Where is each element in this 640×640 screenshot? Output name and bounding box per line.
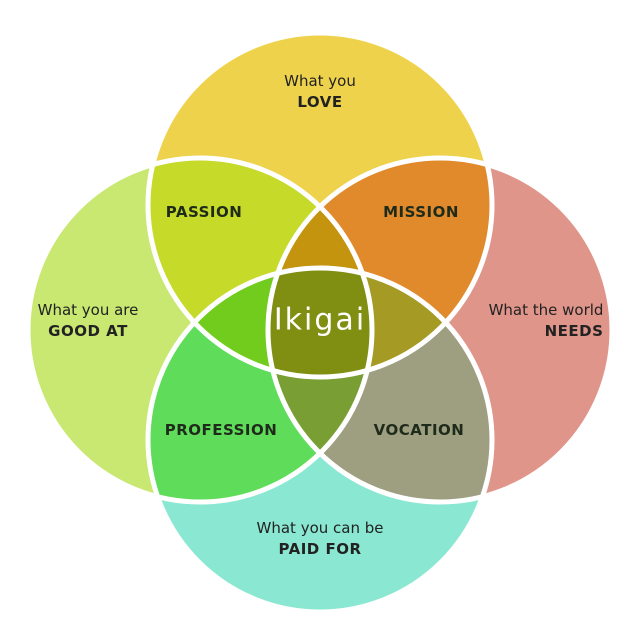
label-love-line1: What you <box>284 72 356 90</box>
label-mission: MISSION <box>383 203 459 221</box>
label-good-at: What you are GOOD AT <box>38 300 139 342</box>
label-paid-for: What you can be PAID FOR <box>257 518 384 560</box>
label-paid-for-line2: PAID FOR <box>278 540 362 558</box>
circle-outlines <box>25 30 615 615</box>
label-vocation: VOCATION <box>373 421 465 439</box>
label-love-line2: LOVE <box>297 93 343 111</box>
label-love: What you LOVE <box>284 71 356 113</box>
label-passion: PASSION <box>165 203 243 221</box>
label-needs-line2: NEEDS <box>544 322 604 340</box>
label-profession: PROFESSION <box>164 421 278 439</box>
label-good-at-line2: GOOD AT <box>48 322 128 340</box>
label-needs-line1: What the world <box>488 301 604 319</box>
label-paid-for-line1: What you can be <box>256 519 384 537</box>
label-ikigai: Ikigai <box>273 302 367 338</box>
label-needs: What the world NEEDS <box>489 300 604 342</box>
label-good-at-line1: What you are <box>37 301 139 319</box>
